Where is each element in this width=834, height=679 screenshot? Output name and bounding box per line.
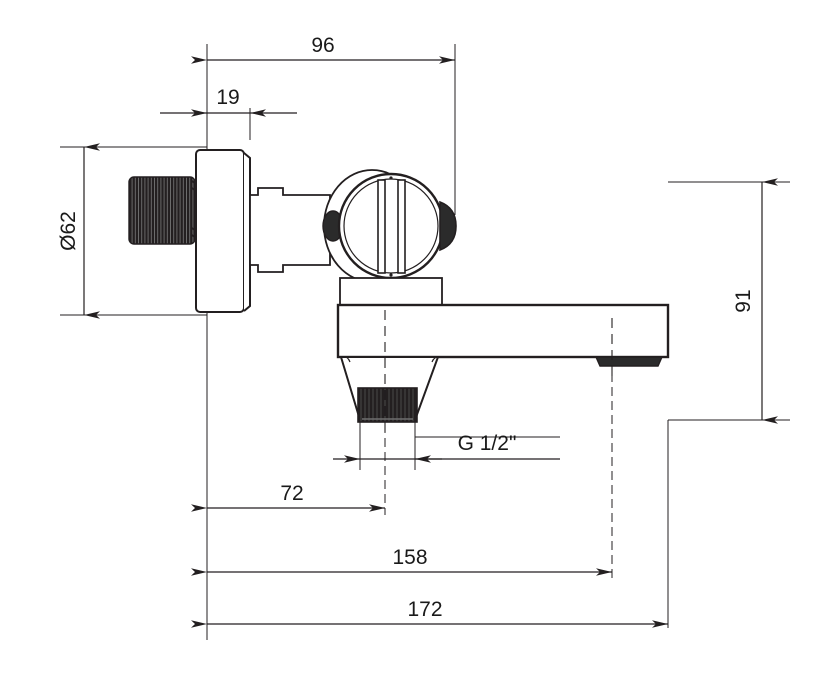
- spout-taper-fillet-right: [431, 356, 444, 363]
- part-escutcheon: [195, 149, 251, 313]
- centre-lines: [384, 310, 613, 432]
- spout-taper-fillet-left: [338, 356, 351, 363]
- handle-index-mark-bottom: [389, 273, 393, 277]
- handle-index-mark-top: [389, 176, 393, 180]
- dimension-diameter-62: Ø62: [57, 143, 100, 319]
- handle-lever-slot-right: [397, 179, 406, 274]
- handle-knob-inner: [343, 178, 439, 274]
- dimension-158: 158: [191, 546, 612, 576]
- product-geometry: [128, 149, 670, 432]
- dimension-thread-g-half: G 1/2": [333, 432, 560, 463]
- neck-profile: [249, 187, 331, 273]
- dimension-label-158: 158: [392, 546, 427, 569]
- part-wall-inlet-thread: [128, 176, 202, 245]
- dimension-72: 72: [191, 482, 385, 512]
- dimension-19: 19: [160, 86, 297, 117]
- knob-base-rect: [339, 277, 443, 307]
- dimension-label-172: 172: [407, 598, 442, 621]
- dimension-96: 96: [191, 34, 455, 64]
- dimension-label-72: 72: [280, 482, 303, 505]
- escutcheon-plate: [195, 149, 245, 313]
- dimension-label-19: 19: [216, 86, 239, 109]
- handle-side-tab: [439, 200, 457, 252]
- dimension-label-96: 96: [311, 34, 334, 57]
- aerator-lip: [594, 356, 664, 367]
- spout-body-rect: [336, 303, 670, 359]
- part-handle-knob: [337, 172, 457, 280]
- dimension-172: 172: [191, 598, 668, 628]
- dimension-label-62: Ø62: [57, 211, 80, 251]
- part-connector-neck: [249, 187, 331, 273]
- part-outlet-thread: [357, 387, 418, 423]
- dimension-91: 91: [732, 178, 778, 424]
- part-aerator: [594, 356, 664, 367]
- dimension-label-91: 91: [732, 289, 755, 312]
- handle-lever-slot-left: [377, 179, 386, 274]
- outlet-thread-body: [357, 387, 418, 423]
- wall-thread-body: [128, 176, 196, 245]
- dimension-label-thread: G 1/2": [458, 432, 517, 455]
- part-knob-base-collar: [339, 277, 443, 307]
